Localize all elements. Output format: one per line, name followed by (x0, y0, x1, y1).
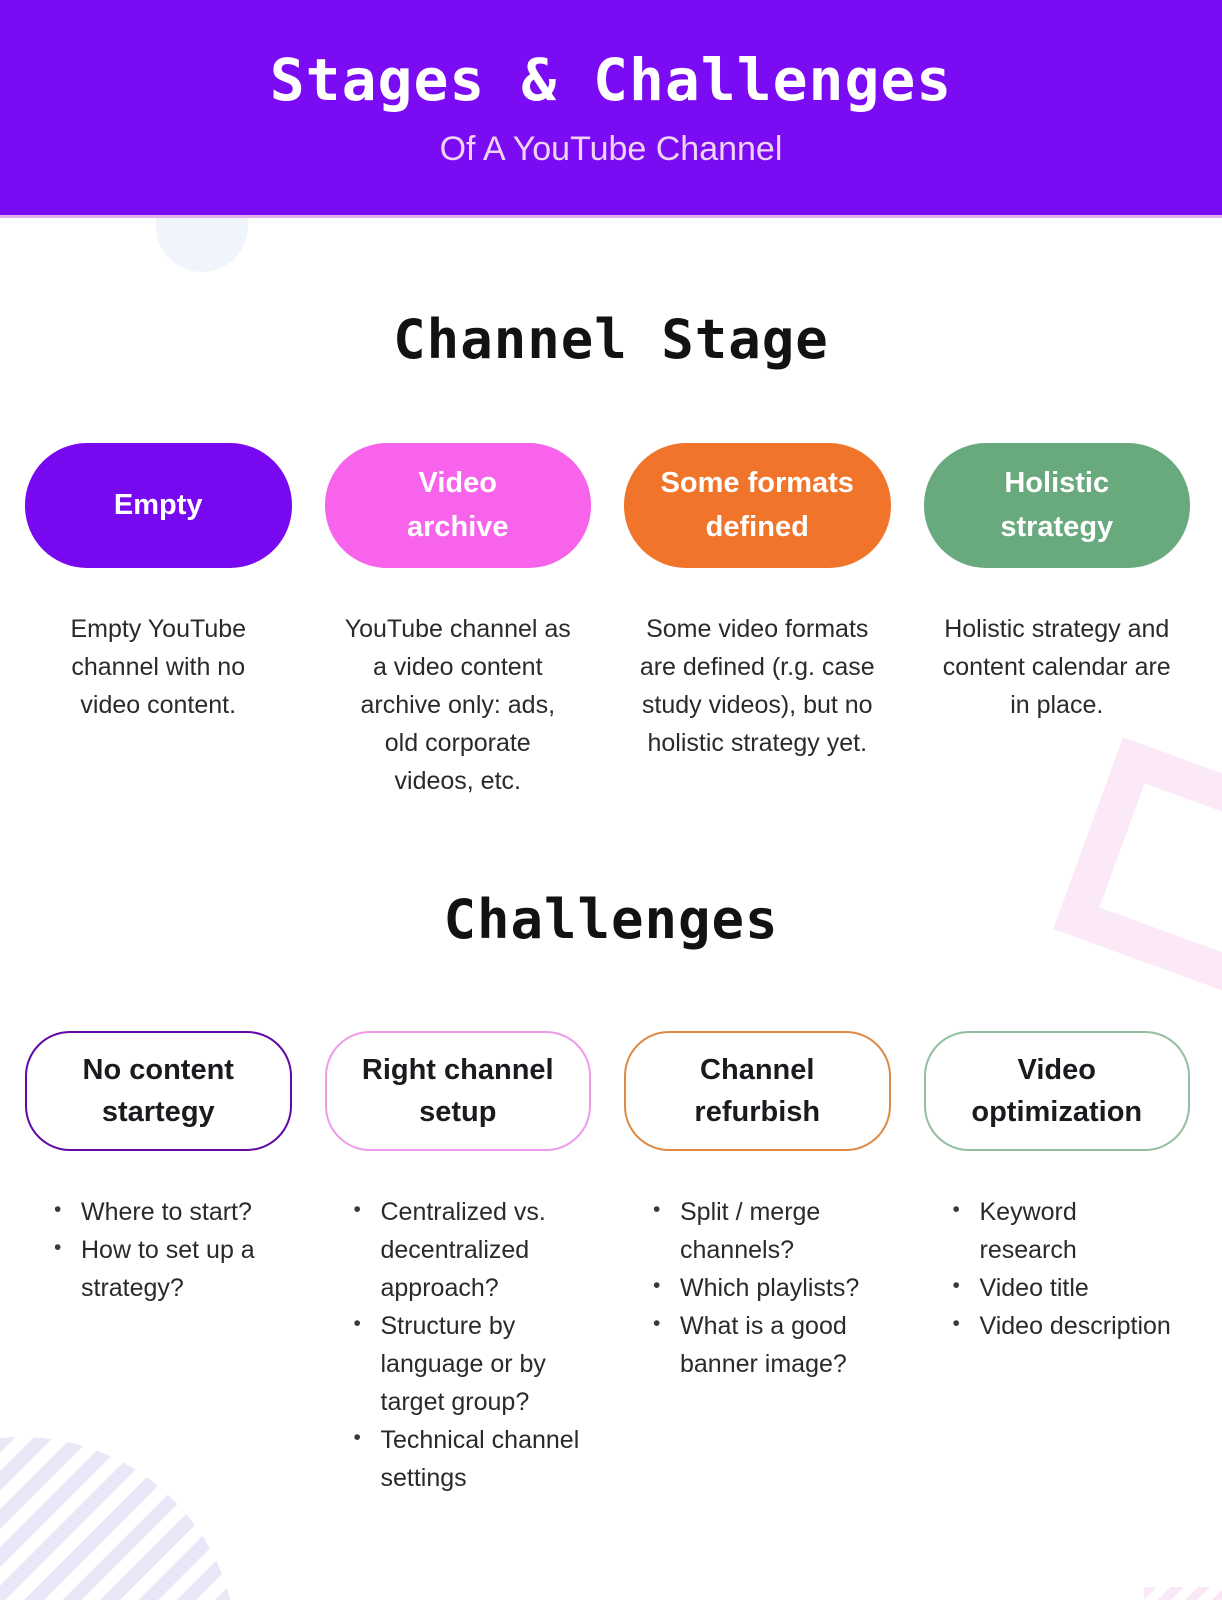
challenge-bullet-list: Centralized vs. decentralized approach? … (351, 1193, 580, 1497)
stage-pill-label: Empty (113, 488, 203, 521)
stage-pill-holistic-strategy: Holistic strategy (923, 443, 1190, 568)
page-title: Stages & Challenges (269, 46, 953, 114)
challenge-bullet-item: Centralized vs. decentralized approach? (351, 1193, 580, 1307)
stage-pill-label: Video archive (406, 467, 509, 543)
challenge-bullet-list: Keyword research Video title Video descr… (950, 1193, 1171, 1345)
challenge-bullet-item: What is a good banner image? (650, 1307, 859, 1383)
challenge-pill-label: Channel refurbish (694, 1053, 821, 1128)
challenge-pill-label: No content startegy (82, 1053, 234, 1128)
stage-columns-row: Empty Empty YouTube channel with no vide… (0, 443, 1222, 800)
challenge-pill-video-optimization: Video optimization (923, 1031, 1190, 1151)
stage-column-some-formats: Some formats defined Some video formats … (624, 443, 891, 800)
challenge-bullet-list: Where to start? How to set up a strategy… (51, 1193, 255, 1307)
channel-stage-heading: Channel Stage (393, 308, 829, 371)
challenge-column-video-optimization: Video optimization Keyword research Vide… (923, 1031, 1190, 1497)
stage-description: Some video formats are defined (r.g. cas… (639, 615, 875, 757)
challenge-bullet-item: Technical channel settings (351, 1421, 579, 1497)
stage-pill-label: Some formats defined (660, 467, 854, 543)
challenge-column-channel-refurbish: Channel refurbish Split / merge channels… (624, 1031, 891, 1497)
channel-stage-section: Channel Stage Empty Empty YouTube channe… (0, 218, 1222, 800)
page-subtitle: Of A YouTube Channel (439, 130, 783, 168)
challenge-bullet-item: Which playlists? (650, 1269, 859, 1307)
challenge-column-no-content-strategy: No content startegy Where to start? How … (25, 1031, 292, 1497)
corner-stripes-decoration (1144, 1587, 1222, 1600)
challenge-bullet-item: How to set up a strategy? (51, 1231, 255, 1307)
challenge-bullet-item: Video description (950, 1307, 1171, 1345)
stage-pill-empty: Empty (25, 443, 292, 568)
stage-pill-label: Holistic strategy (1000, 467, 1114, 543)
challenge-bullet-list: Split / merge channels? Which playlists?… (650, 1193, 859, 1383)
challenge-bullet-item: Where to start? (51, 1193, 255, 1231)
challenge-pill-label: Video optimization (971, 1053, 1143, 1128)
challenges-heading: Challenges (443, 888, 779, 951)
challenge-pill-no-content-strategy: No content startegy (25, 1031, 292, 1151)
challenge-columns-row: No content startegy Where to start? How … (0, 1031, 1222, 1497)
stage-column-holistic-strategy: Holistic strategy Holistic strategy and … (923, 443, 1190, 800)
challenges-section: Challenges No content startegy Where to … (0, 800, 1222, 1497)
challenge-pill-label: Right channel setup (361, 1053, 554, 1128)
header-banner: Stages & Challenges Of A YouTube Channel (0, 0, 1222, 218)
stage-column-video-archive: Video archive YouTube channel as a video… (324, 443, 591, 800)
stage-pill-video-archive: Video archive (324, 443, 591, 568)
challenge-bullet-item: Split / merge channels? (650, 1193, 859, 1269)
challenge-column-right-channel-setup: Right channel setup Centralized vs. dece… (324, 1031, 591, 1497)
stage-column-empty: Empty Empty YouTube channel with no vide… (25, 443, 292, 800)
challenge-bullet-item: Structure by language or by target group… (351, 1307, 580, 1421)
stage-description: YouTube channel as a video content archi… (344, 615, 571, 795)
challenge-bullet-item: Video title (950, 1269, 1171, 1307)
stage-description: Holistic strategy and content calendar a… (942, 615, 1171, 719)
stage-description: Empty YouTube channel with no video cont… (70, 615, 247, 719)
stage-pill-some-formats: Some formats defined (624, 443, 891, 568)
challenge-pill-right-channel-setup: Right channel setup (324, 1031, 591, 1151)
challenge-pill-channel-refurbish: Channel refurbish (624, 1031, 891, 1151)
challenge-bullet-item: Keyword research (950, 1193, 1171, 1269)
